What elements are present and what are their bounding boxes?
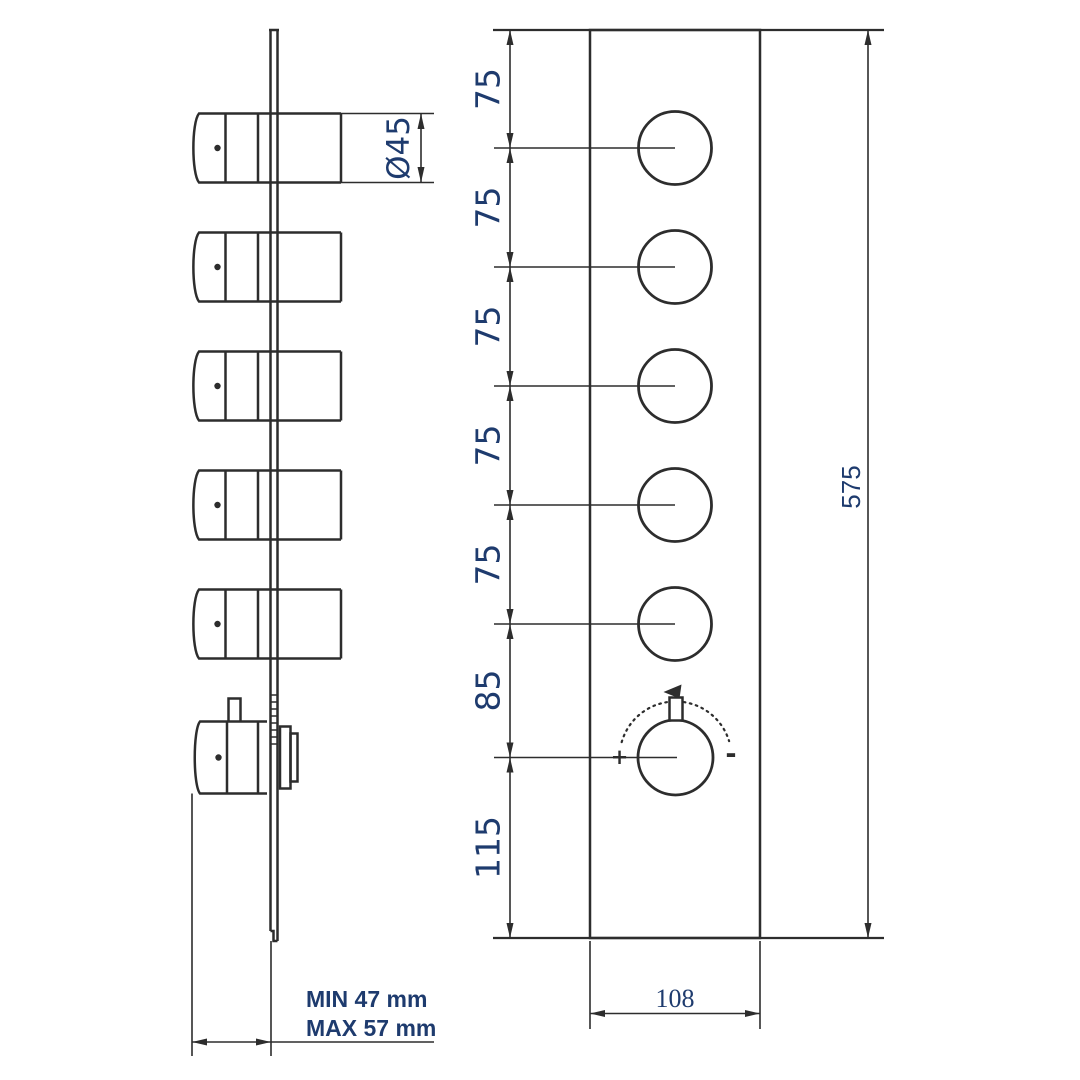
chain-label-75: 75 xyxy=(469,187,508,229)
button-pivot-dot xyxy=(214,382,221,390)
front-view: + - 75 75 75 75 75 85 115 575 xyxy=(469,28,884,1029)
height-dimension: 575 xyxy=(836,30,872,938)
chain-label-75: 75 xyxy=(469,68,508,110)
knob-lever xyxy=(668,696,684,722)
button-pivot-dot xyxy=(214,263,221,271)
side-knob xyxy=(193,697,299,795)
height-label: 575 xyxy=(836,465,866,508)
button-pivot-dot xyxy=(214,620,221,628)
chain-label-85: 85 xyxy=(469,670,508,712)
chain-label-115: 115 xyxy=(469,816,508,879)
chain-label-75: 75 xyxy=(469,306,508,348)
push-button xyxy=(637,110,713,186)
side-button-row xyxy=(192,469,343,541)
side-button-row xyxy=(192,350,343,422)
knob-minus-label: - xyxy=(725,739,736,770)
push-button xyxy=(637,348,713,424)
side-button-row xyxy=(192,112,343,184)
width-dimension: 108 xyxy=(589,941,761,1029)
knob-back-disc xyxy=(289,732,299,783)
side-button-row xyxy=(192,231,343,303)
knob-back-disc xyxy=(278,725,292,790)
button-pivot-dot xyxy=(214,144,221,152)
knob-plus-label: + xyxy=(611,745,629,769)
depth-dimension: MIN 47 mm MAX 57 mm xyxy=(191,793,436,1056)
button-centerlines xyxy=(494,147,677,759)
panel-outline xyxy=(588,28,762,940)
diameter-label: Ø45 xyxy=(381,116,417,180)
vertical-chain-dimension: 75 75 75 75 75 85 115 xyxy=(469,30,514,938)
chain-label-75: 75 xyxy=(469,425,508,467)
front-knob: + - xyxy=(611,684,737,797)
side-button-row xyxy=(192,588,343,660)
depth-max-label: MAX 57 mm xyxy=(306,1015,436,1041)
knob-pivot-dot xyxy=(215,754,222,761)
width-label: 108 xyxy=(656,984,695,1013)
knob-lever-side xyxy=(227,697,242,722)
chain-label-75: 75 xyxy=(469,544,508,586)
rotation-arrowhead xyxy=(663,684,682,699)
diameter-dimension: Ø45 xyxy=(341,112,434,184)
push-button xyxy=(637,586,713,662)
spindle-serration xyxy=(271,694,277,745)
push-button xyxy=(637,229,713,305)
button-pivot-dot xyxy=(214,501,221,509)
rotation-arc xyxy=(620,700,731,744)
push-button xyxy=(637,467,713,543)
mounting-plate xyxy=(269,28,279,943)
depth-min-label: MIN 47 mm xyxy=(306,986,427,1012)
side-view: Ø45 MIN 47 mm MAX 57 mm xyxy=(191,28,436,1056)
